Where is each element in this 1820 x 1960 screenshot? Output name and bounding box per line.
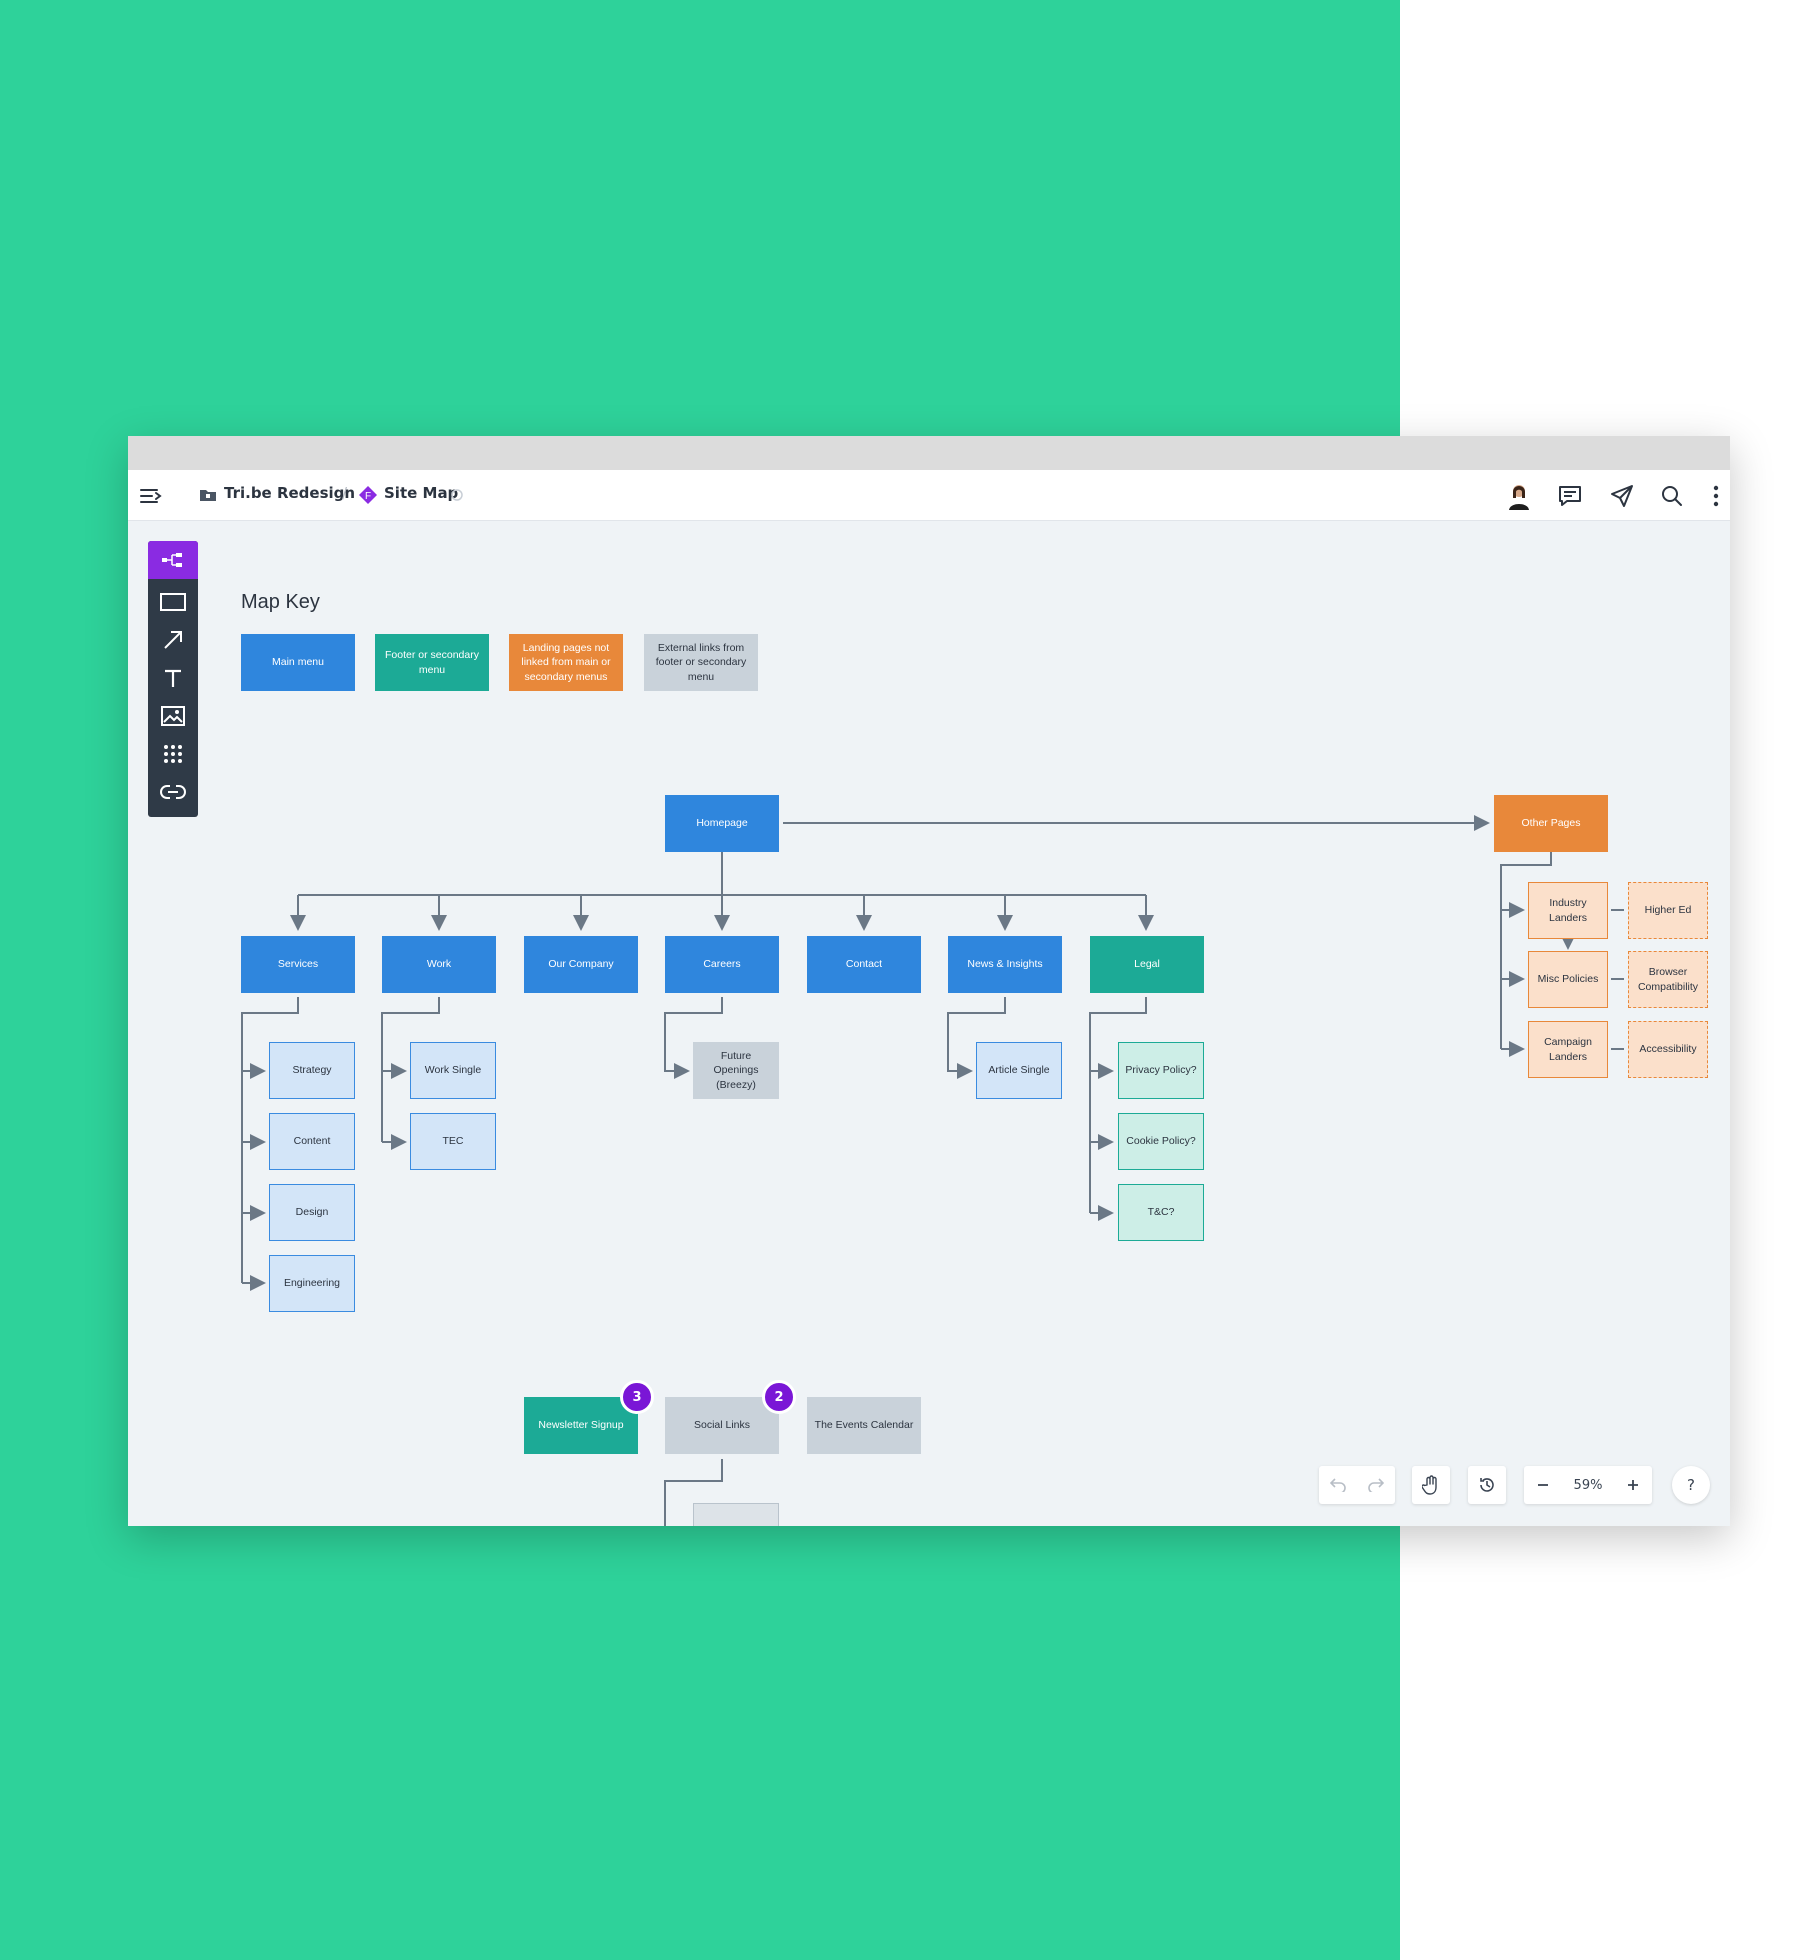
node-work[interactable]: Work <box>382 936 496 993</box>
history-group <box>1468 1466 1506 1504</box>
connector-lines <box>241 815 1624 1526</box>
node-article-single[interactable]: Article Single <box>976 1042 1062 1099</box>
arrow-icon[interactable] <box>148 621 198 659</box>
zoom-group: 59% <box>1524 1466 1652 1504</box>
node-engineering[interactable]: Engineering <box>269 1255 355 1312</box>
text-icon[interactable] <box>148 659 198 697</box>
redo-icon[interactable] <box>1357 1466 1395 1504</box>
browser-chrome <box>128 436 1730 470</box>
grid-icon[interactable] <box>148 735 198 773</box>
document-diamond-icon: F <box>358 485 378 505</box>
node-events-calendar[interactable]: The Events Calendar <box>807 1397 921 1454</box>
share-send-icon[interactable] <box>1608 482 1636 510</box>
node-tec[interactable]: TEC <box>410 1113 496 1170</box>
folder-icon <box>198 486 218 504</box>
key-external-links[interactable]: External links from footer or secondary … <box>644 634 758 691</box>
node-social-child[interactable] <box>693 1503 779 1526</box>
zoom-level[interactable]: 59% <box>1573 1477 1603 1493</box>
breadcrumb-project[interactable]: Tri.be Redesign <box>224 484 356 502</box>
sitemap-icon[interactable] <box>148 541 198 579</box>
tool-palette <box>148 541 198 817</box>
node-campaign-landers[interactable]: Campaign Landers <box>1528 1021 1608 1078</box>
zoom-in-icon[interactable] <box>1614 1466 1652 1504</box>
map-key-title: Map Key <box>241 591 320 613</box>
node-privacy-policy[interactable]: Privacy Policy? <box>1118 1042 1204 1099</box>
pan-group <box>1412 1466 1450 1504</box>
node-services[interactable]: Services <box>241 936 355 993</box>
node-our-company[interactable]: Our Company <box>524 936 638 993</box>
node-tandc[interactable]: T&C? <box>1118 1184 1204 1241</box>
search-icon[interactable] <box>1658 482 1686 510</box>
svg-text:F: F <box>365 491 371 502</box>
breadcrumb-separator: / <box>342 484 348 502</box>
node-misc-policies[interactable]: Misc Policies <box>1528 951 1608 1008</box>
node-contact[interactable]: Contact <box>807 936 921 993</box>
node-other-pages[interactable]: Other Pages <box>1494 795 1608 852</box>
node-homepage[interactable]: Homepage <box>665 795 779 852</box>
node-newsletter-signup[interactable]: Newsletter Signup <box>524 1397 638 1454</box>
undo-icon[interactable] <box>1319 1466 1357 1504</box>
key-landing-pages[interactable]: Landing pages not linked from main or se… <box>509 634 623 691</box>
image-icon[interactable] <box>148 697 198 735</box>
key-main-menu[interactable]: Main menu <box>241 634 355 691</box>
link-icon[interactable] <box>148 773 198 811</box>
undo-redo-group <box>1319 1466 1395 1504</box>
comment-count-badge[interactable]: 3 <box>620 1380 654 1414</box>
history-icon[interactable] <box>1468 1466 1506 1504</box>
node-industry-landers[interactable]: Industry Landers <box>1528 882 1608 939</box>
node-content[interactable]: Content <box>269 1113 355 1170</box>
breadcrumb-document[interactable]: Site Map <box>384 484 459 502</box>
key-footer-menu[interactable]: Footer or secondary menu <box>375 634 489 691</box>
top-bar: Tri.be Redesign / F Site Map <box>128 470 1730 521</box>
hand-pan-icon[interactable] <box>1412 1466 1450 1504</box>
node-future-openings[interactable]: Future Openings (Breezy) <box>693 1042 779 1099</box>
node-accessibility[interactable]: Accessibility <box>1628 1021 1708 1078</box>
node-cookie-policy[interactable]: Cookie Policy? <box>1118 1113 1204 1170</box>
help-button[interactable]: ? <box>1672 1466 1710 1504</box>
node-higher-ed[interactable]: Higher Ed <box>1628 882 1708 939</box>
node-careers[interactable]: Careers <box>665 936 779 993</box>
node-strategy[interactable]: Strategy <box>269 1042 355 1099</box>
node-design[interactable]: Design <box>269 1184 355 1241</box>
app-window: Tri.be Redesign / F Site Map <box>128 436 1730 1526</box>
node-browser-compatibility[interactable]: Browser Compatibility <box>1628 951 1708 1008</box>
node-work-single[interactable]: Work Single <box>410 1042 496 1099</box>
rectangle-icon[interactable] <box>148 583 198 621</box>
comments-icon[interactable] <box>1556 482 1584 510</box>
menu-collapse-icon[interactable] <box>138 483 164 509</box>
comment-count-badge[interactable]: 2 <box>762 1380 796 1414</box>
node-legal[interactable]: Legal <box>1090 936 1204 993</box>
info-icon[interactable] <box>450 488 464 502</box>
avatar[interactable] <box>1502 478 1536 512</box>
node-social-links[interactable]: Social Links <box>665 1397 779 1454</box>
sitemap-canvas[interactable]: Map Key Main menu Footer or secondary me… <box>128 521 1730 1526</box>
zoom-out-icon[interactable] <box>1524 1466 1562 1504</box>
node-news-insights[interactable]: News & Insights <box>948 936 1062 993</box>
more-vertical-icon[interactable] <box>1708 482 1724 510</box>
